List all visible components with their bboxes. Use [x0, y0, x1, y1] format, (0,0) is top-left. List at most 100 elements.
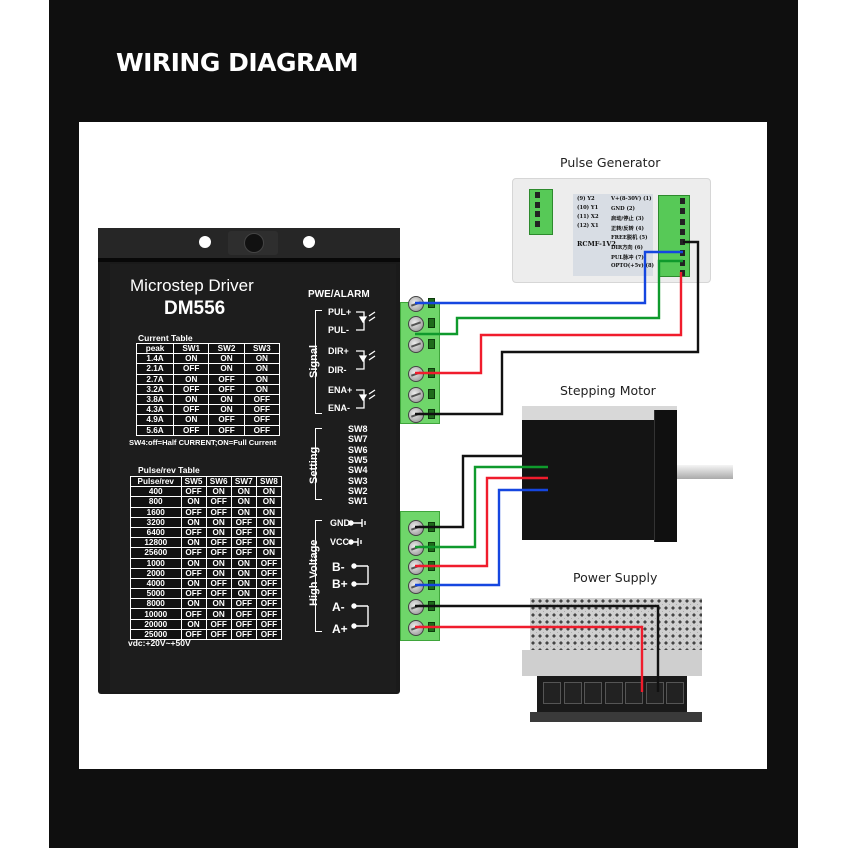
pulse-table-cell: OFF — [256, 629, 281, 639]
terminal-indicator — [428, 561, 435, 571]
pulse-table-cell: 800 — [131, 497, 181, 507]
pg-right-pin-label: 启动/停止 (3) — [611, 216, 644, 223]
terminal-label-b-plus: B+ — [332, 577, 348, 591]
pulse-table-cell: ON — [181, 517, 206, 527]
pulse-table-cell: OFF — [231, 629, 256, 639]
terminal-indicator — [428, 522, 435, 532]
driver-name: Microstep Driver — [130, 276, 254, 295]
psu-terminal-screw — [584, 682, 602, 704]
pulse-table-cell: 1000 — [131, 558, 181, 568]
psu-terminal-screw — [666, 682, 684, 704]
current-table-cell: ON — [209, 394, 244, 405]
signal-group-label: Signal — [308, 344, 320, 378]
pg-terminal-pin — [680, 208, 685, 215]
microstep-driver: Microstep Driver DM556 Current Table pea… — [98, 228, 400, 700]
terminal-screw-icon — [408, 520, 424, 536]
pulse-table-cell: OFF — [256, 578, 281, 589]
terminal-label-pul-minus: PUL- — [328, 325, 349, 335]
pg-terminal-pin — [680, 198, 685, 204]
pulse-table-cell: ON — [206, 517, 231, 527]
current-table-cell: OFF — [244, 415, 279, 425]
pg-right-pin-label: FREE脱机 (5) — [611, 235, 648, 242]
terminal-label-dir-minus: DIR- — [328, 365, 347, 375]
terminal-indicator — [428, 298, 435, 308]
current-table-cell: ON — [209, 405, 244, 415]
pg-left-pin-label: (10) Y1 — [577, 205, 599, 211]
pulse-table-cell: 25000 — [131, 629, 181, 639]
current-table-cell: 2.1A — [137, 364, 174, 374]
current-table-cell: 3.2A — [137, 384, 174, 394]
ground-screw-icon — [228, 231, 278, 255]
pulse-table-cell: ON — [256, 517, 281, 527]
mount-notch — [298, 694, 312, 700]
pulse-table-cell: 1600 — [131, 507, 181, 517]
pulse-table-cell: OFF — [206, 589, 231, 599]
terminal-screw-icon — [408, 559, 424, 575]
pulse-table-cell: ON — [181, 558, 206, 568]
mount-hole — [199, 236, 211, 248]
terminal-indicator — [428, 339, 435, 349]
hv-bracket — [315, 520, 322, 632]
pulse-table-cell: OFF — [231, 609, 256, 619]
pulse-table-cell: ON — [256, 538, 281, 548]
pulse-table-cell: ON — [206, 599, 231, 609]
current-table-cell: OFF — [244, 425, 279, 435]
driver-top-rail — [98, 228, 400, 262]
pg-terminal-pin — [680, 259, 685, 266]
pulse-table-cell: OFF — [256, 589, 281, 599]
current-table-cell: 4.3A — [137, 405, 174, 415]
switch-label-sw4: SW4 — [348, 465, 368, 476]
stepping-motor-label: Stepping Motor — [560, 383, 656, 398]
current-table-cell: OFF — [174, 425, 209, 435]
pg-terminal-pin — [535, 211, 540, 217]
pulse-table-cell: OFF — [181, 527, 206, 538]
current-table-cell: ON — [209, 364, 244, 374]
psu-terminal-block — [537, 676, 687, 712]
driver-model: DM556 — [164, 298, 226, 319]
pg-terminal-pin — [680, 228, 685, 235]
pulse-table-cell: OFF — [206, 507, 231, 517]
current-table-header-cell: SW2 — [209, 344, 244, 354]
pulse-table-cell: ON — [256, 548, 281, 558]
current-table-cell: 5.6A — [137, 425, 174, 435]
pulse-table-cell: OFF — [206, 619, 231, 629]
terminal-screw-icon — [408, 599, 424, 615]
pulse-table-cell: 6400 — [131, 527, 181, 538]
switch-label-sw7: SW7 — [348, 434, 368, 445]
pulse-table-header-cell: SW7 — [231, 477, 256, 487]
pulse-table-cell: ON — [206, 609, 231, 619]
psu-front — [522, 650, 702, 676]
pulse-table-cell: OFF — [181, 487, 206, 497]
pulse-table-cell: ON — [256, 497, 281, 507]
pulse-table-cell: ON — [231, 507, 256, 517]
terminal-label-a-minus: A- — [332, 600, 345, 614]
current-table-cell: OFF — [209, 374, 244, 384]
pulse-table-cell: 2000 — [131, 568, 181, 578]
terminal-indicator — [428, 622, 435, 632]
pulse-table-cell: ON — [231, 497, 256, 507]
current-table-cell: ON — [174, 415, 209, 425]
pulse-table-cell: 20000 — [131, 619, 181, 629]
terminal-label-gnd: GND — [330, 518, 350, 528]
pulse-table-cell: OFF — [256, 609, 281, 619]
terminal-screw-icon — [408, 316, 424, 332]
terminal-label-dir-plus: DIR+ — [328, 346, 349, 356]
current-table-cell: OFF — [244, 394, 279, 405]
pg-terminal-pin — [535, 220, 540, 227]
terminal-label-vcc: VCC — [330, 537, 350, 547]
pulse-table-cell: 4000 — [131, 578, 181, 589]
pulse-table-cell: 10000 — [131, 609, 181, 619]
switch-label-sw6: SW6 — [348, 444, 368, 455]
alarm-label: PWE/ALARM — [308, 289, 370, 300]
pg-right-pin-label: 正转/反转 (4) — [611, 225, 644, 232]
